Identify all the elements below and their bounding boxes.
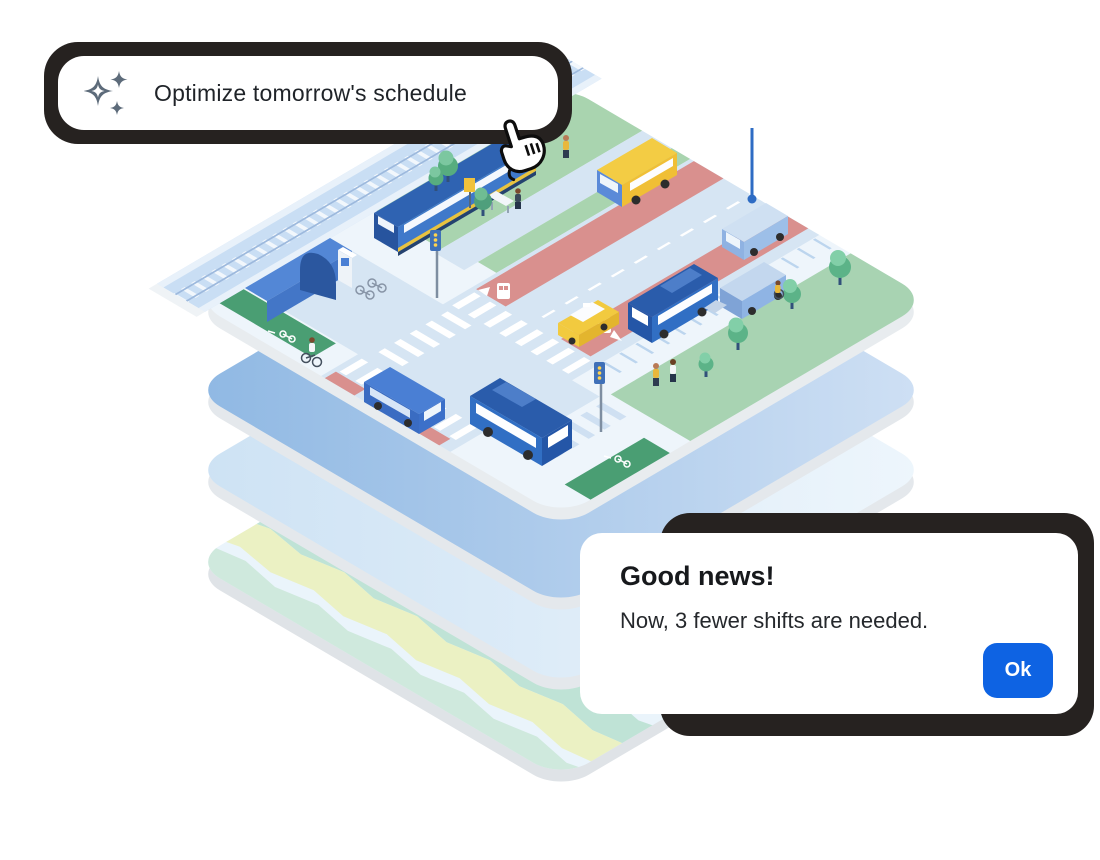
dialog-message: Now, 3 fewer shifts are needed. [620,608,929,633]
prompt-label: Optimize tomorrow's schedule [154,79,467,106]
city-intersection-layer [148,50,930,520]
ev-charging-station [338,247,357,288]
good-news-dialog: Good news! Now, 3 fewer shifts are neede… [580,533,1078,714]
school-bus [597,138,677,207]
minivan [364,367,445,434]
bus-stop-sign [464,178,475,208]
pedestrians [515,135,676,386]
light-van [722,203,788,260]
taxi [558,300,619,347]
bridge-abutment [245,238,352,301]
traffic-light [594,362,605,432]
bike-lane-marking [267,330,631,468]
traffic-light [430,230,441,298]
cyclist [300,337,323,368]
trees [428,150,851,377]
city-bus [628,264,718,343]
sparkles-icon [84,71,128,115]
map-pin-pole [747,128,757,204]
wheelchair-user [773,280,785,300]
dialog-title: Good news! [620,561,775,591]
optimize-schedule-prompt[interactable]: Optimize tomorrow's schedule [58,56,558,130]
city-bus [470,378,572,466]
bench [488,191,514,213]
ok-button[interactable]: Ok [983,643,1053,698]
bridge-arch [300,252,336,300]
bike-racks [355,278,387,300]
